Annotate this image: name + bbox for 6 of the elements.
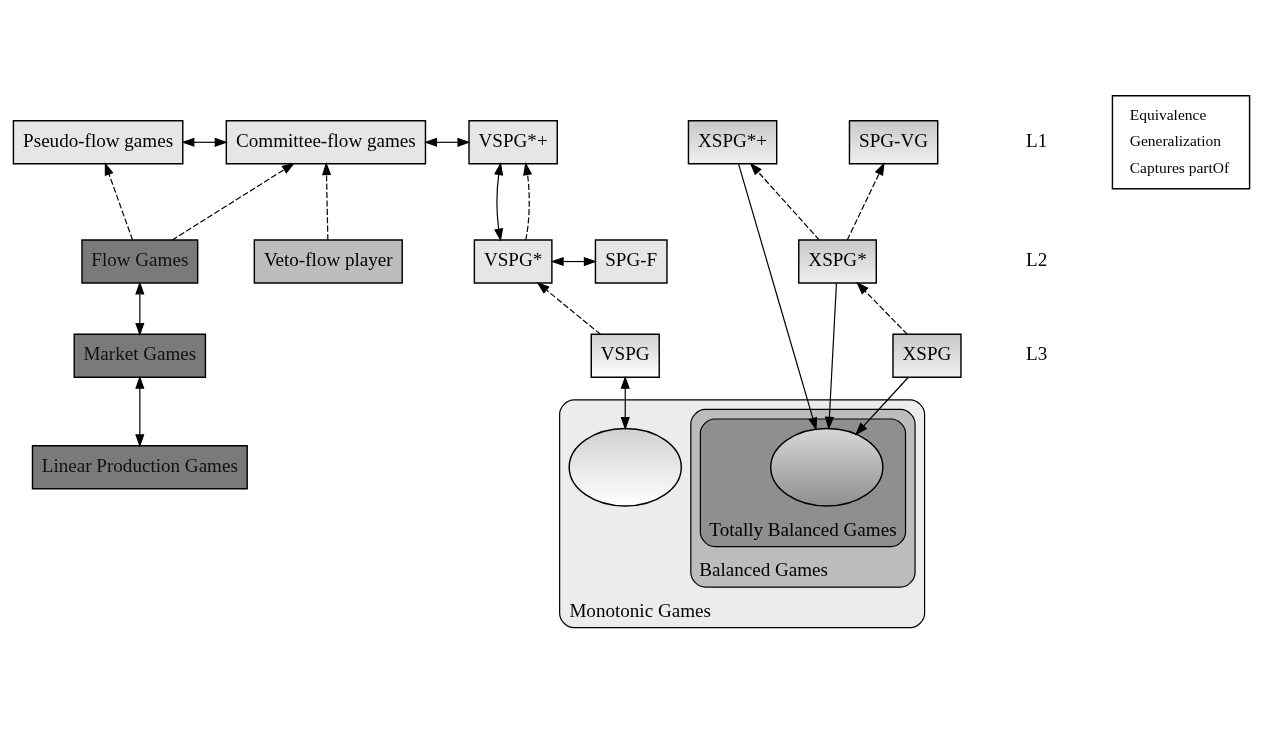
- label: L3: [1026, 343, 1048, 365]
- label: L1: [1026, 129, 1048, 151]
- legend-label: Captures partOf: [1129, 158, 1230, 176]
- label: L2: [1026, 249, 1048, 271]
- legend-label: Generalization: [1129, 132, 1221, 150]
- legend-label: Equivalence: [1129, 106, 1207, 124]
